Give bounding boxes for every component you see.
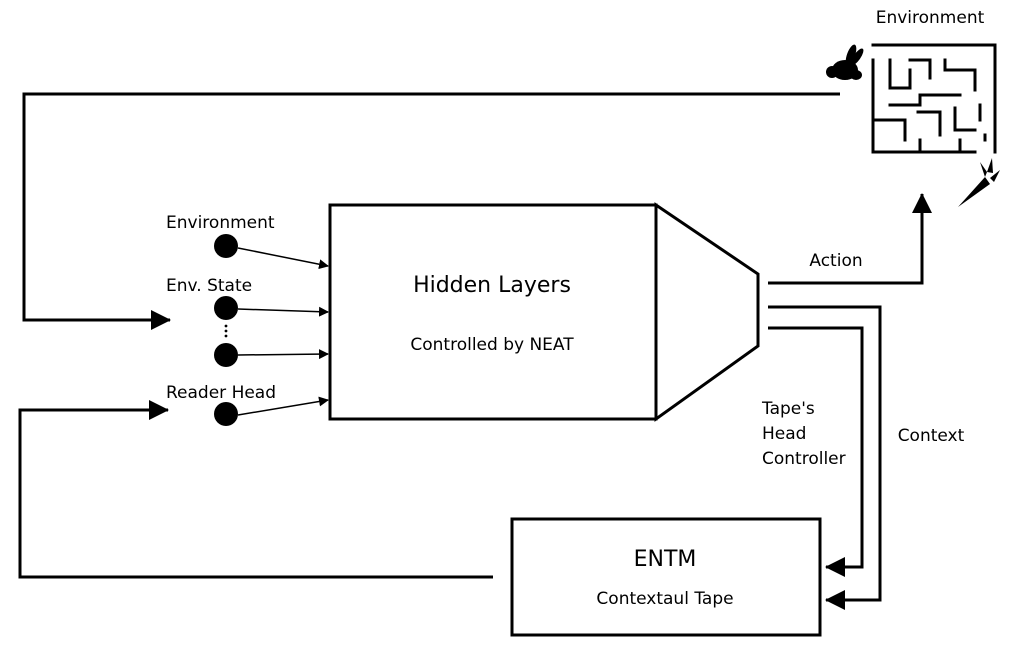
entm-block [510,517,822,637]
tape-head-controller-label-3: Controller [762,449,846,469]
tape-head-controller-label-1: Tape's [761,399,815,419]
rabbit-icon [826,44,864,80]
entm-subtitle: Contextaul Tape [596,589,733,609]
entm-feedback-line [18,400,493,579]
environment-title: Environment [876,8,985,28]
environment-feedback-line [22,92,840,330]
hidden-layers-subtitle: Controlled by NEAT [410,335,574,355]
tape-head-controller-line [768,326,864,577]
context-label: Context [898,426,965,446]
input-label-env-state: Env. State [166,276,252,296]
carrot-icon [958,158,1000,207]
hidden-layers-title: Hidden Layers [413,273,571,298]
input-node-reader-head [214,402,238,426]
action-label: Action [809,251,862,271]
entm-title: ENTM [634,547,697,572]
maze-icon [871,43,997,154]
input-node-extra [214,343,238,367]
tape-head-controller-label-2: Head [762,424,806,444]
input-label-environment: Environment [166,213,275,233]
input-node-environment [214,234,238,258]
input-label-reader-head: Reader Head [166,383,276,403]
context-output-line [768,305,882,610]
ellipsis-dots [224,324,228,338]
input-node-env-state [214,296,238,320]
hidden-layers-block [328,203,658,421]
input-arrows [237,247,329,416]
action-output-line [768,193,932,285]
output-funnel [654,202,760,422]
